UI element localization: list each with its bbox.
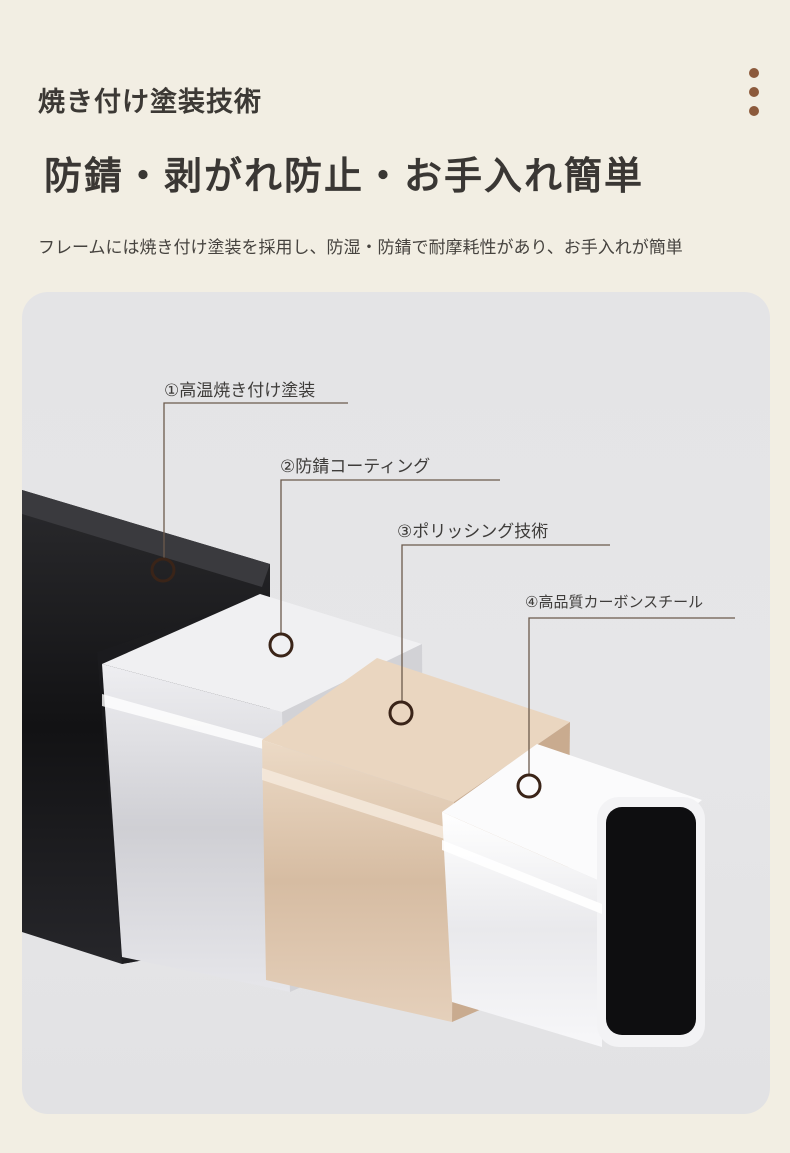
- callout-carbon-steel: ④高品質カーボンスチール: [525, 593, 704, 611]
- marker-4: [516, 773, 542, 799]
- marker-1: [150, 557, 176, 583]
- dot: [749, 106, 759, 116]
- product-illustration-panel: [22, 292, 770, 1114]
- vertical-dots-icon[interactable]: [749, 68, 759, 125]
- main-title: 防錆・剥がれ防止・お手入れ簡単: [44, 154, 645, 198]
- marker-3: [388, 700, 414, 726]
- callout-polishing: ③ポリッシング技術: [397, 522, 549, 542]
- dot: [749, 68, 759, 78]
- layered-tube-illustration: [22, 402, 735, 1047]
- carbon-steel-core: [442, 744, 705, 1047]
- dot: [749, 87, 759, 97]
- sub-title: 焼き付け塗装技術: [38, 87, 262, 118]
- marker-2: [268, 632, 294, 658]
- layer-markers: [150, 557, 542, 799]
- callout-high-temp-coating: ①高温焼き付け塗装: [164, 381, 316, 401]
- callout-rust-proof-coating: ②防錆コーティング: [280, 457, 431, 477]
- description: フレームには焼き付け塗装を採用し、防湿・防錆で耐摩耗性があり、お手入れが簡単: [38, 238, 683, 258]
- callout-leaders: [163, 402, 735, 776]
